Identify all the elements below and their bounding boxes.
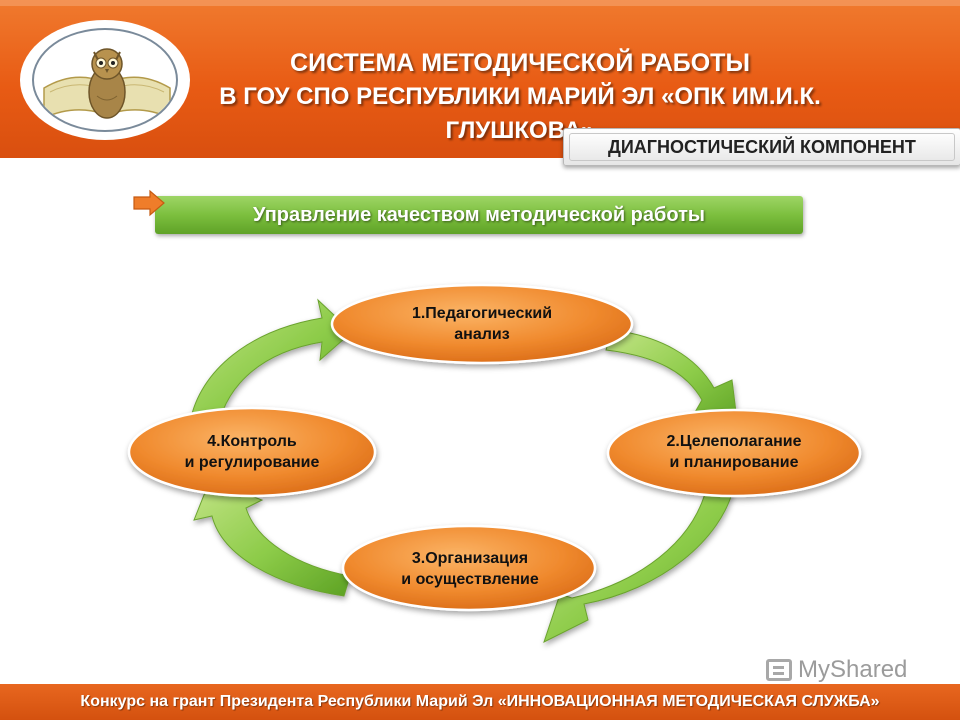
header-bar: СИСТЕМА МЕТОДИЧЕСКОЙ РАБОТЫ В ГОУ СПО РЕ… — [0, 0, 960, 158]
cycle-node-1-label: 1.Педагогический анализ — [352, 296, 612, 352]
presentation-icon — [766, 659, 792, 681]
node-4-line-1: 4.Контроль — [207, 433, 297, 450]
section-banner: Управление качеством методической работы — [155, 196, 803, 234]
owl-on-book-icon — [32, 28, 178, 132]
node-3-line-1: 3.Организация — [411, 550, 529, 567]
cycle-node-3-shape — [341, 524, 597, 612]
component-tag-label: ДИАГНОСТИЧЕСКИЙ КОМПОНЕНТ — [569, 133, 955, 161]
cycle-node-4-shape — [127, 406, 377, 498]
orange-arrow-icon — [133, 189, 165, 217]
node-1-line-1: 1.Педагогический — [411, 305, 553, 322]
node-1-line-2: анализ — [454, 326, 510, 343]
watermark: MyShared — [766, 656, 907, 684]
title-line-1: СИСТЕМА МЕТОДИЧЕСКОЙ РАБОТЫ — [290, 49, 750, 77]
cycle-node-3-label: 3.Организация и осуществление — [354, 541, 586, 597]
cycle-arrow-3-to-4 — [193, 479, 351, 597]
header-shine — [0, 0, 960, 6]
cycle-node-2-label: 2.Целеполагание и планирование — [618, 424, 850, 480]
node-4-line-2: и регулирование — [184, 454, 320, 471]
cycle-node-4-label: 4.Контроль и регулирование — [136, 424, 368, 480]
node-3-line-2: и осуществление — [401, 571, 539, 588]
node-2-line-1: 2.Целеполагание — [666, 433, 802, 450]
page-title: СИСТЕМА МЕТОДИЧЕСКОЙ РАБОТЫ В ГОУ СПО РЕ… — [210, 46, 830, 148]
cycle-node-2-shape — [606, 408, 862, 498]
cycle-arrow-2-to-3 — [543, 485, 735, 643]
component-tag: ДИАГНОСТИЧЕСКИЙ КОМПОНЕНТ — [563, 128, 960, 166]
footer-bar: Конкурс на грант Президента Республики М… — [0, 684, 960, 720]
cycle-node-1-shape — [330, 283, 634, 365]
node-2-line-2: и планирование — [669, 454, 799, 471]
watermark-text: MyShared — [798, 656, 908, 683]
cycle-arrow-4-to-1 — [189, 298, 353, 427]
